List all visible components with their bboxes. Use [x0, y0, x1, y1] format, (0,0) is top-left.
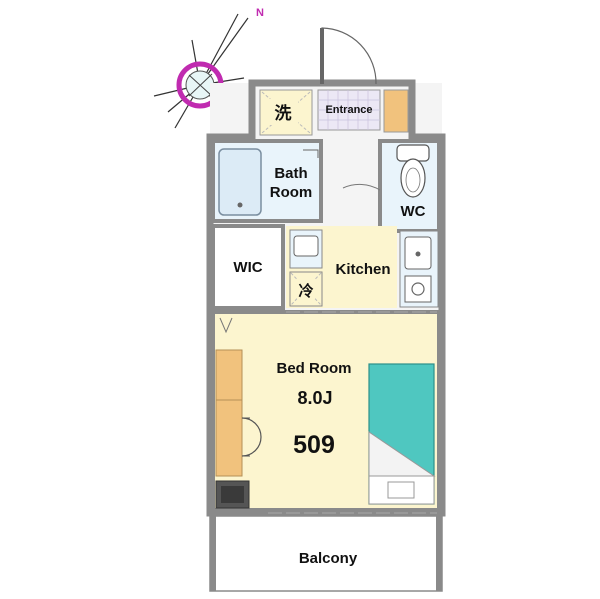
entrance-door	[320, 27, 377, 85]
laundry-label: 洗	[275, 103, 292, 123]
entrance-label: Entrance	[325, 104, 372, 116]
wc-label: WC	[401, 203, 426, 220]
balcony-label: Balcony	[299, 550, 358, 567]
fridge-label: 冷	[298, 282, 313, 300]
kitchen-label: Kitchen	[335, 261, 390, 278]
wic: WIC	[211, 224, 285, 310]
bath-label-line2: Room	[270, 184, 313, 201]
stove	[404, 275, 432, 303]
bath-label-line1: Bath	[274, 165, 307, 182]
bed-room: Bed Room 8.0J 509	[211, 310, 441, 512]
storage-shelf	[215, 349, 243, 477]
bedroom-size: 8.0J	[297, 388, 332, 408]
unit-number: 509	[293, 431, 335, 459]
wc-room: WC	[342, 139, 441, 233]
north-label: N	[256, 7, 264, 19]
kitchen: 冷 Kitchen	[286, 226, 439, 308]
bedroom-label: Bed Room	[277, 360, 352, 377]
bathtub	[218, 148, 262, 216]
laundry-space: 洗	[259, 89, 313, 136]
shoe-cabinet	[383, 89, 409, 133]
balcony: Balcony	[209, 512, 443, 592]
wic-label: WIC	[233, 259, 262, 276]
entrance-area: Entrance	[317, 89, 409, 133]
bath-room: Bath Room	[211, 139, 323, 223]
